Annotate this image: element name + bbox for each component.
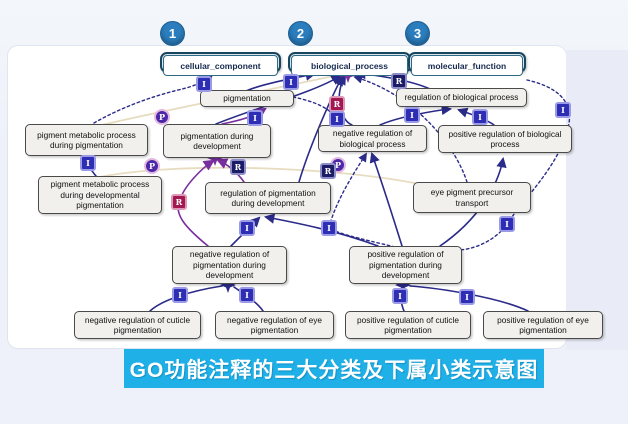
background-strip — [566, 50, 628, 350]
go-term-node: positive regulation of biological proces… — [438, 125, 572, 153]
step-circle-1: 1 — [160, 21, 185, 46]
is-a-relation-icon: I — [80, 155, 96, 171]
part-of-relation-icon: P — [154, 109, 170, 125]
is-a-relation-icon: I — [404, 107, 420, 123]
regulates-relation-icon: R — [329, 96, 345, 112]
is-a-relation-icon: I — [247, 110, 263, 126]
is-a-relation-icon: I — [239, 287, 255, 303]
category-molecular-function: molecular_function — [408, 52, 526, 76]
go-term-node: positive regulation of eye pigmentation — [483, 311, 603, 339]
part-of-relation-icon: P — [144, 158, 160, 174]
category-biological-process: biological_process — [288, 52, 411, 76]
go-term-node: pigment metabolic process during pigment… — [25, 124, 148, 156]
step-circle-2: 2 — [288, 21, 313, 46]
go-term-node: negative regulation of biological proces… — [318, 125, 427, 152]
is-a-relation-icon: I — [321, 220, 337, 236]
is-a-relation-icon: I — [196, 76, 212, 92]
regulates-relation-icon: R — [320, 163, 336, 179]
category-label: cellular_component — [163, 55, 278, 76]
category-label: molecular_function — [411, 55, 523, 76]
is-a-relation-icon: I — [555, 102, 571, 118]
go-term-node: negative regulation of cuticle pigmentat… — [74, 311, 201, 339]
is-a-relation-icon: I — [239, 220, 255, 236]
is-a-relation-icon: I — [172, 287, 188, 303]
go-term-node: pigmentation — [200, 90, 294, 107]
is-a-relation-icon: I — [392, 288, 408, 304]
category-label: biological_process — [291, 55, 408, 76]
regulates-relation-icon: R — [230, 159, 246, 175]
regulates-relation-icon: R — [391, 73, 407, 89]
category-cellular-component: cellular_component — [160, 52, 281, 76]
is-a-relation-icon: I — [472, 109, 488, 125]
is-a-relation-icon: I — [459, 289, 475, 305]
step-circle-3: 3 — [405, 21, 430, 46]
regulates-relation-icon: R — [171, 194, 187, 210]
is-a-relation-icon: I — [283, 74, 299, 90]
is-a-relation-icon: I — [329, 111, 345, 127]
go-term-node: regulation of pigmentation during develo… — [205, 182, 331, 214]
go-term-node: positive regulation of pigmentation duri… — [349, 246, 462, 284]
is-a-relation-icon: I — [499, 216, 515, 232]
go-term-node: negative regulation of eye pigmentation — [215, 311, 334, 339]
go-term-node: pigmentation during development — [163, 124, 271, 158]
go-term-node: eye pigment precursor transport — [413, 182, 531, 213]
go-term-node: pigment metabolic process during develop… — [38, 176, 162, 214]
caption-banner: GO功能注释的三大分类及下属小类示意图 — [124, 349, 544, 388]
go-term-node: regulation of biological process — [396, 88, 527, 107]
go-term-node: negative regulation of pigmentation duri… — [172, 246, 287, 284]
go-term-node: positive regulation of cuticle pigmentat… — [345, 311, 471, 339]
